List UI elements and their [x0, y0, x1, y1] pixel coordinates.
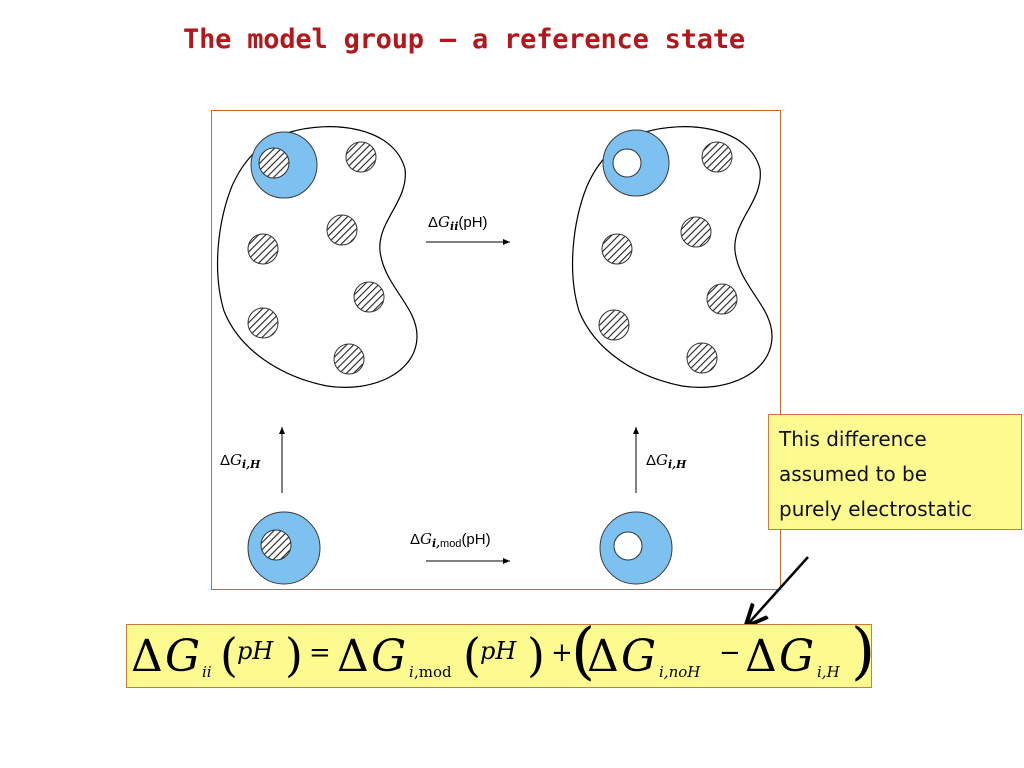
eq-delta: Δ	[587, 631, 619, 682]
empty-site-right	[612, 148, 642, 178]
eq-big-rparen: )	[851, 614, 876, 687]
eq-minus: −	[719, 638, 741, 668]
hatched-group	[601, 233, 633, 265]
hatched-group	[345, 141, 377, 173]
eq-rparen: )	[527, 628, 545, 682]
hatched-group	[326, 214, 358, 246]
eq-equals: =	[309, 638, 331, 668]
eq-g: G	[779, 631, 815, 682]
eq-ph: pH	[237, 637, 274, 665]
slide-title: The model group – a reference state	[183, 24, 745, 55]
hatched-group-model-left	[260, 529, 292, 561]
eq-g: G	[621, 631, 657, 682]
label-top: ΔGii(pH)	[428, 213, 488, 233]
hatched-group	[686, 342, 718, 374]
eq-rparen: )	[285, 628, 303, 682]
eq-lparen: (	[220, 628, 238, 682]
eq-sub-i-h: i,H	[817, 663, 840, 681]
cycle-svg: ΔGii(pH) ΔGi,mod(pH) ΔGi,H ΔGi,H	[217, 126, 773, 585]
eq-g: G	[371, 631, 407, 682]
hatched-group	[353, 281, 385, 313]
callout-line: This difference	[779, 427, 927, 451]
eq-ph: pH	[480, 637, 517, 665]
eq-sub-ii: ii	[202, 663, 212, 681]
empty-site-model-right	[613, 531, 643, 561]
eq-g: G	[165, 631, 201, 682]
hatched-group	[247, 307, 279, 339]
eq-delta: Δ	[745, 631, 777, 682]
eq-plus: +	[551, 638, 573, 668]
hatched-group-left-site	[258, 147, 290, 179]
eq-sub-mod: ,mod	[414, 663, 452, 681]
hatched-group	[333, 343, 365, 375]
callout-line: purely electrostatic	[779, 497, 973, 521]
eq-sub-i: i	[409, 663, 414, 681]
hatched-group	[701, 141, 733, 173]
thermodynamic-cycle-diagram: ΔGii(pH) ΔGi,mod(pH) ΔGi,H ΔGi,H	[211, 110, 781, 590]
callout-note: This difference assumed to be purely ele…	[768, 414, 1022, 530]
hatched-group	[247, 233, 279, 265]
hatched-group	[598, 309, 630, 341]
eq-sub-i-noh: i,noH	[659, 663, 701, 681]
label-bottom: ΔGi,mod(pH)	[410, 530, 491, 550]
hatched-group	[680, 216, 712, 248]
eq-delta: Δ	[131, 631, 163, 682]
eq-big-lparen: (	[571, 614, 596, 687]
label-left: ΔGi,H	[220, 451, 261, 471]
label-right: ΔGi,H	[646, 451, 687, 471]
callout-line: assumed to be	[779, 462, 928, 486]
eq-lparen: (	[463, 628, 481, 682]
hatched-group	[706, 283, 738, 315]
eq-delta: Δ	[337, 631, 369, 682]
free-energy-equation: Δ G ii ( pH ) = Δ G i ,mod ( pH ) + ( Δ …	[126, 614, 875, 688]
